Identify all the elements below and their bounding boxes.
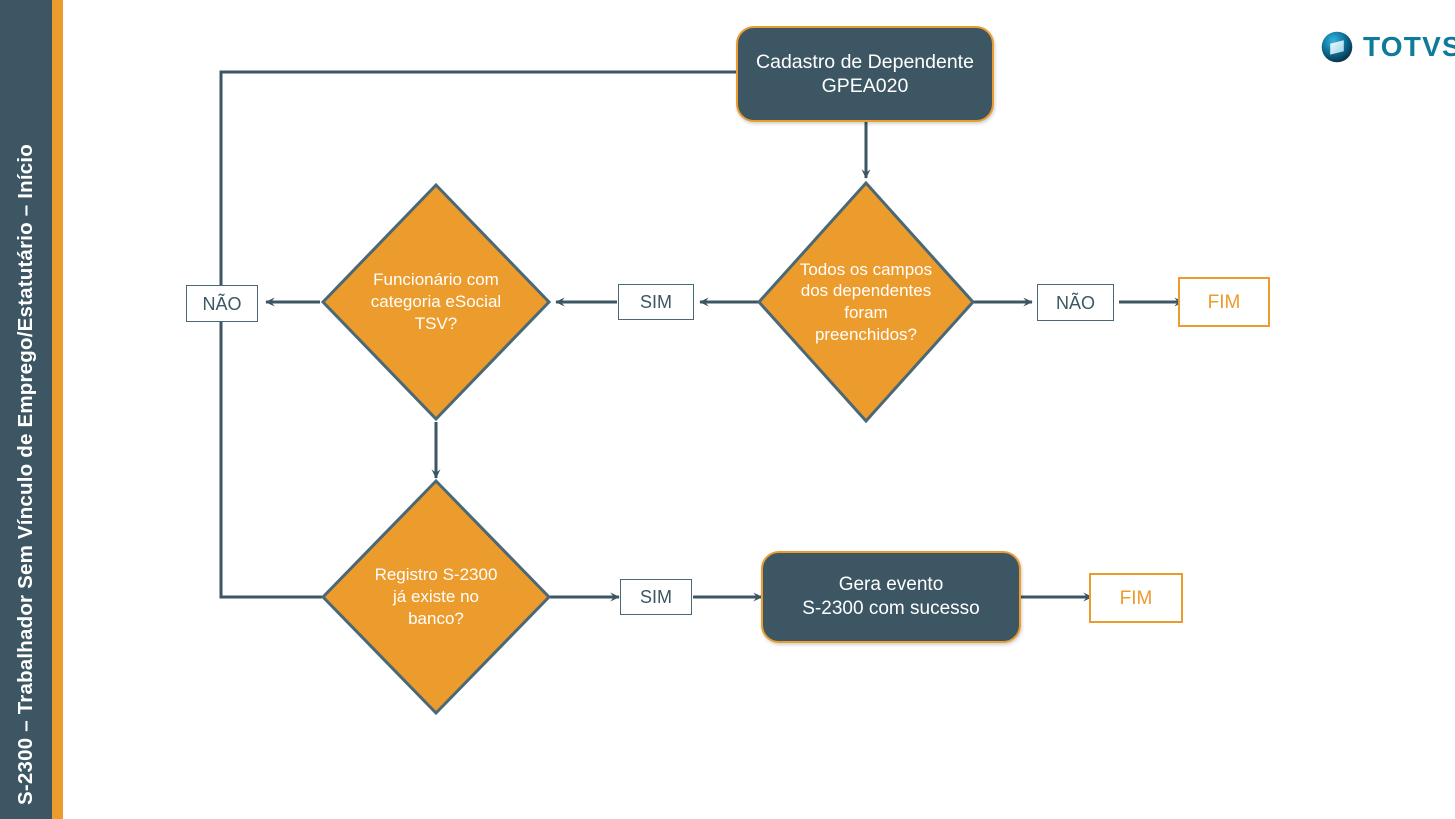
node-process-gera-evento[interactable]: Gera evento S-2300 com sucesso xyxy=(761,551,1021,643)
decision-tsv-line3: TSV? xyxy=(414,313,458,333)
decision-campos-line3: foram preenchidos? xyxy=(814,303,918,344)
decision-tsv-shape xyxy=(320,182,552,422)
totvs-logo: TOTVS xyxy=(1320,30,1455,64)
node-decision-categoria-tsv[interactable]: Funcionário com categoria eSocial TSV? xyxy=(320,182,552,422)
decision-campos-line2: dos dependentes xyxy=(800,281,932,301)
decision-registro-line1: Registro S-2300 xyxy=(374,565,498,585)
decision-tsv-line2: categoria eSocial xyxy=(370,292,502,312)
node-start-line2: GPEA020 xyxy=(821,75,909,97)
node-decision-campos-preenchidos[interactable]: Todos os campos dos dependentes foram pr… xyxy=(756,180,976,424)
edge-label-sim-bottom: SIM xyxy=(620,579,692,615)
decision-tsv-line1: Funcionário com xyxy=(373,270,499,290)
node-gera-line1: Gera evento xyxy=(838,574,944,596)
decision-campos-line1: Todos os campos xyxy=(799,259,933,279)
totvs-wordmark: TOTVS xyxy=(1363,31,1455,62)
decision-tsv-label: Funcionário com categoria eSocial TSV? xyxy=(357,182,515,422)
node-decision-registro-existe[interactable]: Registro S-2300 já existe no banco? xyxy=(320,478,552,716)
decision-campos-label: Todos os campos dos dependentes foram pr… xyxy=(791,180,941,424)
slide-side-title: S-2300 – Trabalhador Sem Vínculo de Empr… xyxy=(14,143,37,805)
edge-label-sim-top: SIM xyxy=(618,284,694,320)
edge-label-nao-right: NÃO xyxy=(1037,284,1114,321)
node-gera-line2: S-2300 com sucesso xyxy=(802,598,980,619)
totvs-globe-icon xyxy=(1321,31,1353,63)
decision-registro-line3: banco? xyxy=(408,608,464,628)
node-start-line1: Cadastro de Dependente xyxy=(756,50,974,73)
node-start-cadastro-dependente[interactable]: Cadastro de Dependente GPEA020 xyxy=(736,26,994,122)
node-start-text: Cadastro de Dependente GPEA020 xyxy=(756,50,974,98)
edge-label-nao-left: NÃO xyxy=(186,285,258,322)
node-gera-text: Gera evento S-2300 com sucesso xyxy=(802,573,979,620)
decision-campos-shape xyxy=(756,180,976,424)
node-end-fim-top[interactable]: FIM xyxy=(1178,277,1270,327)
node-end-fim-bottom[interactable]: FIM xyxy=(1089,573,1183,623)
decision-registro-shape xyxy=(320,478,552,716)
decision-registro-label: Registro S-2300 já existe no banco? xyxy=(357,478,515,716)
decision-registro-line2: já existe no xyxy=(392,587,479,607)
sidebar-orange-accent xyxy=(52,0,63,819)
sidebar-dark-band xyxy=(0,0,52,819)
